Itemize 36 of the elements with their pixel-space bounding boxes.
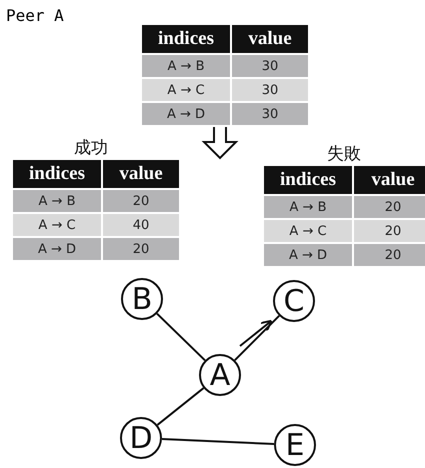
peer-label: Peer A [6,6,64,25]
table-cell: 20 [354,196,425,220]
table-title: 成功 [74,137,108,159]
table-cell: 20 [354,244,425,268]
table-cell: A → D [13,238,103,262]
edge-line [156,387,204,426]
header-cell: value [103,160,181,188]
header-cell: indices [264,166,354,194]
table-cell: A → D [264,244,354,268]
table-cell: A → B [142,55,232,79]
table-cell: A → C [264,220,354,244]
header-cell: indices [142,25,232,53]
table-cell: 20 [103,238,181,262]
table-cell: A → B [264,196,354,220]
table-cell: A → D [142,103,232,127]
graph-node: E [274,424,316,466]
table-cell: A → C [13,214,103,238]
table-title: 失敗 [327,143,361,165]
edge-line [162,438,274,446]
graph-node: D [120,417,162,459]
graph-node: C [273,280,315,322]
header-cell: indices [13,160,103,188]
graph-node: B [121,278,163,320]
graph-node: A [199,354,241,396]
table-cell: A → B [13,190,103,214]
table-cell: 40 [103,214,181,238]
edge-line [234,315,280,361]
table-cell: 30 [232,79,310,103]
header-cell: value [232,25,310,53]
header-cell: value [354,166,425,194]
edge-line [156,312,206,362]
table-cell: 20 [103,190,181,214]
table-cell: 30 [232,55,310,79]
table-cell: A → C [142,79,232,103]
table-cell: 30 [232,103,310,127]
table-cell: 20 [354,220,425,244]
